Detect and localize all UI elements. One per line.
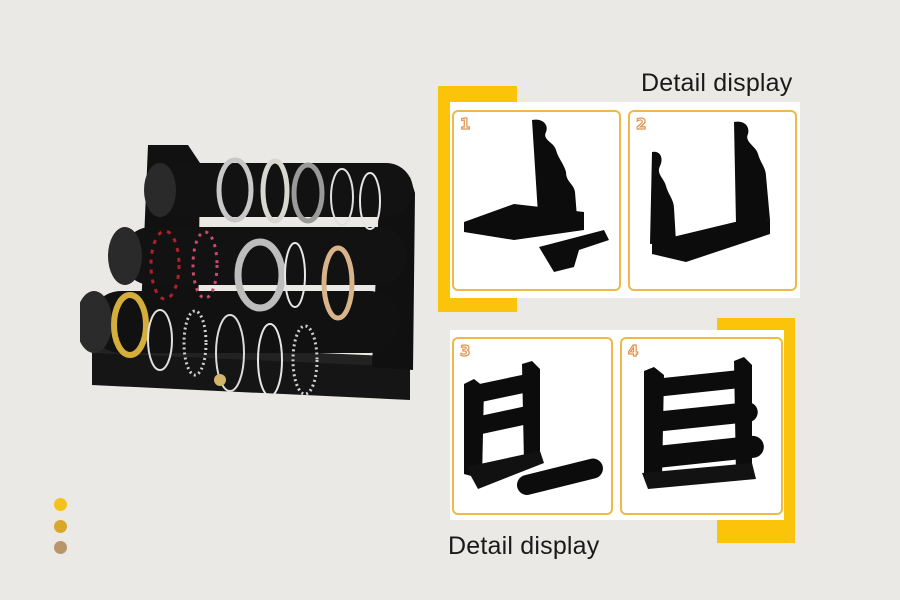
bottom-caption: Detail display xyxy=(448,532,600,560)
step-card-3: 3 xyxy=(452,337,613,515)
stand-piece-base-and-side-icon xyxy=(464,119,609,272)
bracelet-stand-illustration xyxy=(76,145,415,400)
step-card-4: 4 xyxy=(620,337,783,515)
decor-dot-1 xyxy=(54,498,67,511)
decor-dot-3 xyxy=(54,541,67,554)
step-number-1: 1 xyxy=(459,114,471,133)
step-card-1: 1 xyxy=(452,110,621,291)
stand-tiers-with-bar-icon xyxy=(464,361,603,495)
top-caption: Detail display xyxy=(641,69,793,97)
step-card-2: 2 xyxy=(628,110,797,291)
step-number-4: 4 xyxy=(627,341,639,360)
decor-dot-2 xyxy=(54,520,67,533)
product-image xyxy=(76,135,420,405)
stand-assembled-frame-icon xyxy=(650,121,770,262)
step-number-3: 3 xyxy=(459,341,471,360)
stand-fully-assembled-icon xyxy=(642,357,764,489)
step-number-2: 2 xyxy=(635,114,647,133)
